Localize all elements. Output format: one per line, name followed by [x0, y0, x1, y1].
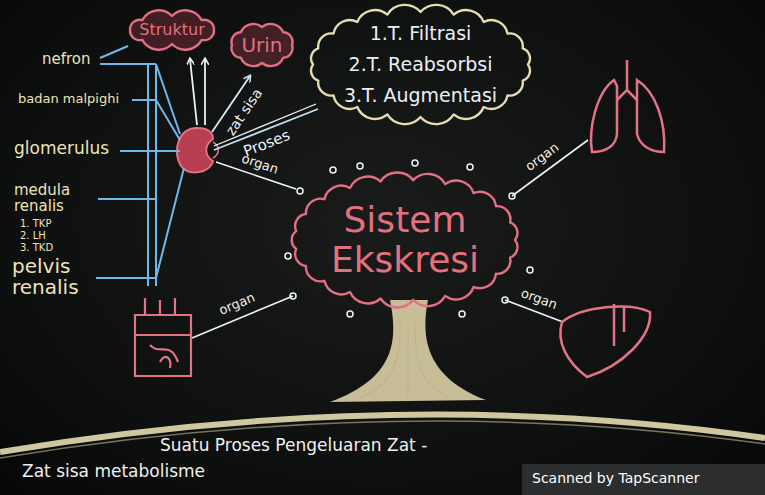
node-text: 3.T. Augmentasi: [344, 85, 497, 106]
text-label: medula renalis: [14, 183, 94, 215]
trunk-streaks: [360, 318, 450, 398]
bracket-lines: [96, 46, 184, 286]
arrow-line: [204, 59, 206, 125]
node-text: Urin: [241, 34, 282, 56]
organ-lines: [192, 140, 588, 338]
lungs-drawing: [591, 60, 664, 152]
node-content: Struktur: [120, 6, 224, 54]
node-content: Sistem Ekskresi: [285, 170, 525, 310]
line-label: zat sisa: [223, 86, 265, 138]
text-label: 1. TKP: [20, 219, 51, 230]
cloud-shape: [130, 10, 214, 49]
line-label: organ: [523, 140, 561, 173]
skin-drawing: [135, 298, 191, 376]
cloud-shape: [231, 24, 292, 66]
liver-drawing: [560, 304, 650, 377]
node-text: Sistem Ekskresi: [315, 200, 495, 281]
cloud-shape: [292, 173, 518, 308]
text-label: 2. LH: [20, 231, 46, 242]
system-cloud: Sistem Ekskresi: [285, 170, 525, 310]
tree-trunk: [330, 300, 486, 402]
node-text: Struktur: [139, 21, 204, 39]
text-label: nefron: [42, 52, 91, 68]
node-content: 1.T. Filtrasi 2.T. Reabsorbsi 3.T. Augment…: [303, 2, 538, 127]
ground-band-edge: [0, 421, 765, 458]
cloud-shape: [311, 5, 530, 124]
structure-cloud: Struktur: [120, 6, 224, 54]
text-label: Scanned by TapScanner: [532, 471, 699, 486]
text-label: 3. TKD: [20, 243, 53, 254]
text-label: badan malpighi: [18, 92, 119, 106]
text-label: pelvis renalis: [12, 256, 92, 298]
process-cloud: 1.T. Filtrasi 2.T. Reabsorbsi 3.T. Augment…: [303, 2, 538, 127]
text-label: Zat sisa metabolisme: [22, 463, 205, 481]
arrow-line: [190, 59, 197, 125]
kidney-drawing: [177, 128, 213, 173]
chalk-dots: [285, 160, 533, 317]
text-label: glomerulus: [14, 140, 109, 158]
node-content: Urin: [222, 17, 302, 73]
urine-cloud: Urin: [222, 17, 302, 73]
watermark-bar: [522, 464, 765, 495]
node-text: 2.T. Reabsorbsi: [349, 54, 493, 75]
node-text: 1.T. Filtrasi: [370, 23, 472, 44]
text-label: Suatu Proses Pengeluaran Zat -: [160, 437, 427, 455]
